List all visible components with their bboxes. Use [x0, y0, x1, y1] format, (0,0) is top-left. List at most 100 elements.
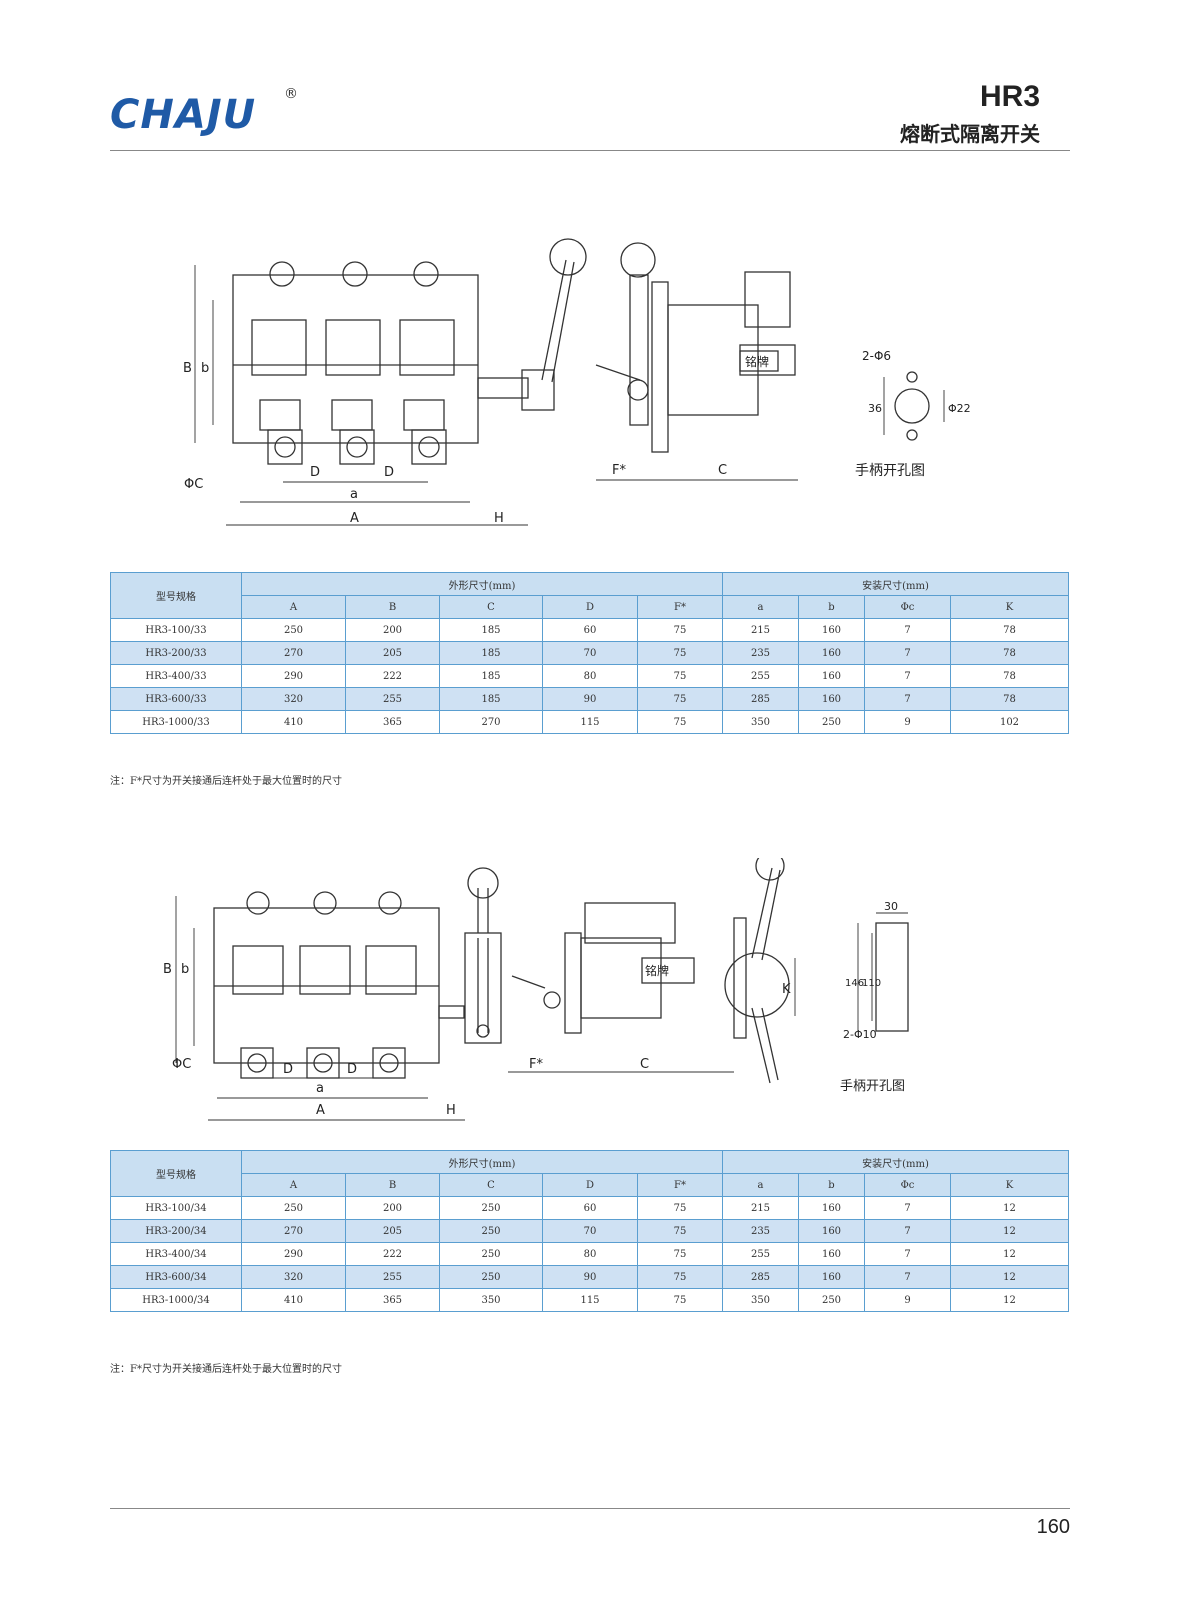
dim-label-H: H — [446, 1103, 456, 1118]
cell: 60 — [542, 1196, 638, 1220]
cell: 160 — [798, 1219, 865, 1243]
hole-height-label: 36 — [868, 402, 882, 415]
cell: 7 — [864, 664, 951, 688]
cell: 365 — [345, 1288, 440, 1312]
dim-label-a: a — [350, 487, 358, 502]
dim-label-D1: D — [283, 1062, 293, 1077]
cell: 12 — [950, 1242, 1069, 1266]
cell: 12 — [950, 1196, 1069, 1220]
cell: 115 — [542, 1288, 638, 1312]
hole-width-label: 30 — [884, 900, 898, 913]
footer-divider — [110, 1508, 1070, 1509]
cell: HR3-100/34 — [110, 1196, 242, 1220]
cell: 222 — [345, 664, 440, 688]
cell: 80 — [542, 664, 638, 688]
cell: 78 — [950, 687, 1069, 711]
cell: 160 — [798, 1242, 865, 1266]
spec-table-34: 型号规格 外形尺寸(mm) 安装尺寸(mm) A B C D F* a b Φc… — [110, 1150, 1069, 1312]
dim-label-D2: D — [384, 465, 394, 480]
cell: 215 — [722, 618, 799, 642]
cell: 270 — [241, 1219, 346, 1243]
cell: 90 — [542, 1265, 638, 1289]
cell: 320 — [241, 687, 346, 711]
subheader: a — [722, 1173, 799, 1197]
cell: 90 — [542, 687, 638, 711]
table-note: 注：F*尺寸为开关接通后连杆处于最大位置时的尺寸 — [110, 1364, 342, 1375]
cell: 75 — [637, 1196, 723, 1220]
cell: HR3-400/34 — [110, 1242, 242, 1266]
subheader: C — [439, 595, 543, 619]
subheader: D — [542, 1173, 638, 1197]
cell: 78 — [950, 641, 1069, 665]
cell: 255 — [722, 664, 799, 688]
dim-label-B: B — [163, 962, 172, 977]
brand-name: CHAJU — [110, 92, 257, 138]
cell: 365 — [345, 710, 440, 734]
cell: HR3-100/33 — [110, 618, 242, 642]
cell: 235 — [722, 641, 799, 665]
cell: 75 — [637, 618, 723, 642]
col-model-header: 型号规格 — [110, 572, 242, 619]
cell: 185 — [439, 664, 543, 688]
subheader: K — [950, 1173, 1069, 1197]
page-number: 160 — [1036, 1516, 1070, 1538]
cell: 7 — [864, 618, 951, 642]
technical-drawing-33: B b ΦC D D a A H F* C 铭牌 2-Φ6 36 Φ22 手柄开… — [183, 238, 971, 526]
cell: 160 — [798, 641, 865, 665]
cell: 285 — [722, 687, 799, 711]
cell: 160 — [798, 1265, 865, 1289]
subheader: F* — [637, 1173, 723, 1197]
cell: 70 — [542, 1219, 638, 1243]
hole-count-label: 2-Φ10 — [843, 1028, 877, 1041]
cell: 200 — [345, 1196, 440, 1220]
cell: 350 — [439, 1288, 543, 1312]
cell: 250 — [439, 1242, 543, 1266]
dim-label-b: b — [201, 361, 209, 376]
cell: 78 — [950, 664, 1069, 688]
cell: 205 — [345, 1219, 440, 1243]
cell: 75 — [637, 1219, 723, 1243]
cell: 12 — [950, 1265, 1069, 1289]
subheader: K — [950, 595, 1069, 619]
table-note: 注：F*尺寸为开关接通后连杆处于最大位置时的尺寸 — [110, 776, 342, 787]
dim-label-F: F* — [529, 1057, 543, 1072]
cell: HR3-1000/34 — [110, 1288, 242, 1312]
product-name: 熔断式隔离开关 — [900, 122, 1040, 146]
subheader: A — [241, 1173, 346, 1197]
cell: 80 — [542, 1242, 638, 1266]
technical-drawing-34: B b ΦC D D a A H F* C K 铭牌 30 146 110 2-… — [163, 851, 909, 1121]
cell: 160 — [798, 618, 865, 642]
dim-label-K: K — [782, 982, 791, 997]
subheader: Φc — [864, 1173, 951, 1197]
cell: 205 — [345, 641, 440, 665]
dimension-drawing-34: B b ΦC D D a A H F* C K 铭牌 30 146 110 2-… — [0, 851, 1190, 1138]
dim-label-phiC: ΦC — [184, 477, 203, 492]
dim-label-B: B — [183, 361, 192, 376]
hole-h1-label: 146 — [845, 978, 864, 989]
subheader: B — [345, 595, 440, 619]
cell: 185 — [439, 687, 543, 711]
cell: 222 — [345, 1242, 440, 1266]
cell: 60 — [542, 618, 638, 642]
cell: 235 — [722, 1219, 799, 1243]
header-divider — [110, 150, 1070, 151]
cell: 200 — [345, 618, 440, 642]
hole-h2-label: 110 — [862, 978, 881, 989]
cell: HR3-200/33 — [110, 641, 242, 665]
cell: 270 — [241, 641, 346, 665]
cell: HR3-400/33 — [110, 664, 242, 688]
cell: 7 — [864, 1242, 951, 1266]
cell: 115 — [542, 710, 638, 734]
cell: 70 — [542, 641, 638, 665]
dim-label-A: A — [316, 1103, 325, 1118]
cell: 7 — [864, 641, 951, 665]
subheader: b — [798, 595, 865, 619]
cell: 75 — [637, 687, 723, 711]
cell: 12 — [950, 1288, 1069, 1312]
cell: HR3-1000/33 — [110, 710, 242, 734]
